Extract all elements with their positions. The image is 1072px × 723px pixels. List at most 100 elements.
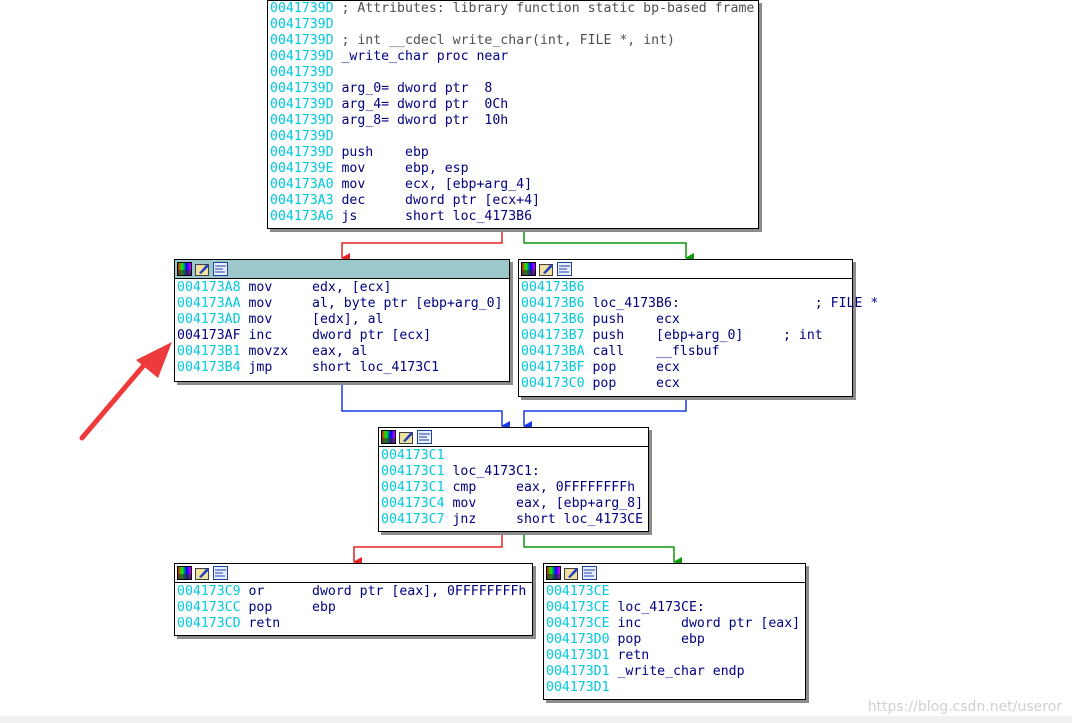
code-line[interactable]: 0041739D (270, 65, 756, 81)
code-line[interactable]: 004173C0 pop ecx (521, 376, 850, 392)
graph-icon[interactable] (557, 262, 572, 276)
code-line[interactable]: 0041739D arg_4= dword ptr 0Ch (270, 97, 756, 113)
line-address[interactable]: 0041739D (270, 81, 334, 96)
line-address[interactable]: 004173B7 (521, 328, 585, 343)
code-block-004173a8[interactable]: 004173A8 mov edx, [ecx]004173AA mov al, … (174, 259, 510, 382)
line-address[interactable]: 0041739D (270, 49, 334, 64)
code-line[interactable]: 004173D0 pop ebp (546, 632, 803, 648)
line-address[interactable]: 004173AD (177, 312, 241, 327)
line-address[interactable]: 0041739D (270, 33, 334, 48)
line-address[interactable]: 004173AF (177, 328, 241, 343)
code-line[interactable]: 0041739D ; int __cdecl write_char(int, F… (270, 33, 756, 49)
line-text[interactable]: movzx eax, al (248, 344, 368, 359)
line-address[interactable]: 0041739D (270, 145, 334, 160)
line-text[interactable]: push [ebp+arg_0] ; int (592, 328, 823, 343)
line-address[interactable]: 0041739D (270, 113, 334, 128)
line-text[interactable]: mov [edx], al (248, 312, 384, 327)
line-address[interactable]: 004173CC (177, 600, 241, 615)
code-line[interactable]: 004173C9 or dword ptr [eax], 0FFFFFFFFh (177, 584, 530, 600)
line-text[interactable]: mov ebp, esp (341, 161, 469, 176)
code-line[interactable]: 004173A3 dec dword ptr [ecx+4] (270, 193, 756, 209)
line-address[interactable]: 0041739D (270, 17, 334, 32)
line-address[interactable]: 0041739D (270, 65, 334, 80)
line-address[interactable]: 004173BA (521, 344, 585, 359)
code-line[interactable]: 004173D1 retn (546, 648, 803, 664)
line-text[interactable]: pop ecx (592, 360, 680, 375)
code-line[interactable]: 004173C4 mov eax, [ebp+arg_8] (381, 496, 646, 512)
line-text[interactable]: cmp eax, 0FFFFFFFFh (452, 480, 636, 495)
line-text[interactable]: loc_4173CE: (617, 600, 705, 615)
rename-icon[interactable] (539, 262, 554, 276)
code-line[interactable]: 0041739E mov ebp, esp (270, 161, 756, 177)
line-address[interactable]: 004173B6 (521, 280, 585, 295)
code-line[interactable]: 004173CE (546, 584, 803, 600)
line-address[interactable]: 0041739D (270, 1, 334, 16)
code-line[interactable]: 004173C7 jnz short loc_4173CE (381, 512, 646, 528)
graph-icon[interactable] (582, 566, 597, 580)
line-address[interactable]: 004173A8 (177, 280, 241, 295)
line-address[interactable]: 004173C1 (381, 480, 445, 495)
code-line[interactable]: 0041739D ; Attributes: library function … (270, 1, 756, 17)
line-address[interactable]: 004173B6 (521, 296, 585, 311)
code-line[interactable]: 004173A0 mov ecx, [ebp+arg_4] (270, 177, 756, 193)
line-text[interactable]: pop ebp (617, 632, 705, 647)
line-text[interactable]: dec dword ptr [ecx+4] (341, 193, 540, 208)
line-text[interactable]: _write_char endp (617, 664, 745, 679)
line-text[interactable]: retn (248, 616, 281, 631)
line-text[interactable]: push ebp (341, 145, 429, 160)
line-address[interactable]: 004173B6 (521, 312, 585, 327)
rename-icon[interactable] (399, 430, 414, 444)
palette-icon[interactable] (177, 566, 192, 580)
code-line[interactable]: 004173B6 push ecx (521, 312, 850, 328)
code-block-004173b6[interactable]: 004173B6 004173B6 loc_4173B6: ; FILE *00… (518, 259, 878, 397)
code-line[interactable]: 0041739D (270, 17, 756, 33)
palette-icon[interactable] (546, 566, 561, 580)
code-line[interactable]: 0041739D arg_8= dword ptr 10h (270, 113, 756, 129)
edge-true-4173ce[interactable] (523, 532, 682, 567)
code-line[interactable]: 004173B7 push [ebp+arg_0] ; int (521, 328, 850, 344)
code-line[interactable]: 004173CE inc dword ptr [eax] (546, 616, 803, 632)
line-address[interactable]: 004173A0 (270, 177, 334, 192)
line-text[interactable]: pop ebp (248, 600, 336, 615)
line-address[interactable]: 004173CE (546, 584, 610, 599)
line-text[interactable]: loc_4173C1: (452, 464, 540, 479)
line-address[interactable]: 0041739E (270, 161, 334, 176)
line-text[interactable]: mov edx, [ecx] (248, 280, 392, 295)
code-line[interactable]: 0041739D push ebp (270, 145, 756, 161)
line-text[interactable]: arg_0= dword ptr 8 (341, 81, 493, 96)
line-address[interactable]: 0041739D (270, 129, 334, 144)
palette-icon[interactable] (177, 262, 192, 276)
code-line[interactable]: 004173D1 _write_char endp (546, 664, 803, 680)
rename-icon[interactable] (564, 566, 579, 580)
code-line[interactable]: 004173C1 loc_4173C1: (381, 464, 646, 480)
line-address[interactable]: 004173D1 (546, 664, 610, 679)
line-text[interactable]: pop ecx (592, 376, 680, 391)
line-text[interactable]: arg_8= dword ptr 10h (341, 113, 509, 128)
edge-jump-4173b6-4173c1[interactable] (523, 397, 687, 431)
edge-jump-4173a8-4173c1[interactable] (341, 382, 510, 431)
code-line[interactable]: 004173B6 (521, 280, 850, 296)
code-line[interactable]: 004173B6 loc_4173B6: ; FILE * (521, 296, 878, 312)
code-line[interactable]: 004173CC pop ebp (177, 600, 530, 616)
line-address[interactable]: 004173D1 (546, 680, 610, 695)
code-line[interactable]: 004173C1 (381, 448, 646, 464)
line-address[interactable]: 004173C1 (381, 464, 445, 479)
code-block-004173ce[interactable]: 004173CE 004173CE loc_4173CE:004173CE in… (543, 563, 806, 700)
code-line[interactable]: 0041739D _write_char proc near (270, 49, 756, 65)
code-block-004173c1[interactable]: 004173C1 004173C1 loc_4173C1:004173C1 cm… (378, 427, 649, 532)
line-address[interactable]: 004173A3 (270, 193, 334, 208)
line-text[interactable]: jnz short loc_4173CE (452, 512, 644, 527)
line-text[interactable]: retn (617, 648, 650, 663)
code-line[interactable]: 004173AF inc dword ptr [ecx] (177, 328, 507, 344)
edge-false-4173a8[interactable] (341, 229, 503, 263)
line-text[interactable]: push ecx (592, 312, 680, 327)
line-address[interactable]: 004173B1 (177, 344, 241, 359)
code-line[interactable]: 004173D1 (546, 680, 803, 696)
line-address[interactable]: 004173C4 (381, 496, 445, 511)
code-line[interactable]: 004173A8 mov edx, [ecx] (177, 280, 507, 296)
line-text[interactable]: jmp short loc_4173C1 (248, 360, 440, 375)
line-text[interactable]: mov eax, [ebp+arg_8] (452, 496, 644, 511)
code-line[interactable]: 004173A6 js short loc_4173B6 (270, 209, 756, 225)
graph-icon[interactable] (417, 430, 432, 444)
line-text[interactable]: inc dword ptr [ecx] (248, 328, 432, 343)
